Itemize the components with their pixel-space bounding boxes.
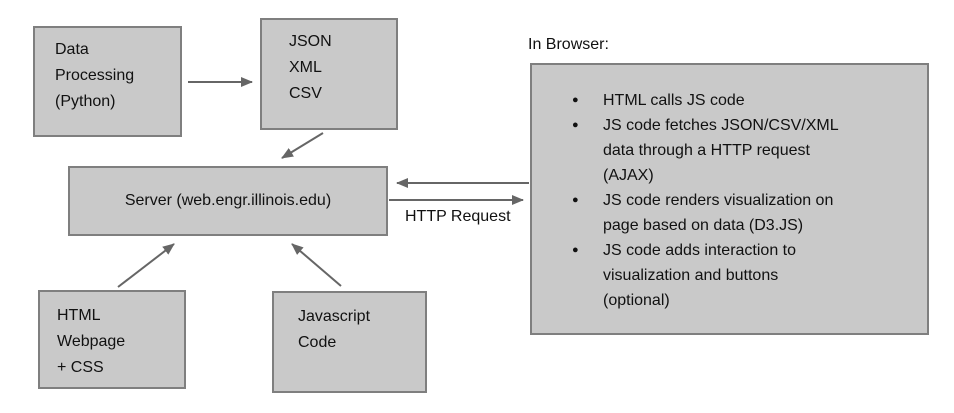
- in-browser-label: In Browser:: [528, 36, 609, 53]
- html-webpage-box: HTML Webpage + CSS: [38, 290, 186, 389]
- browser-bullet-list: HTML calls JS code JS code fetches JSON/…: [570, 88, 900, 313]
- bullet-item: JS code adds interaction to visualizatio…: [570, 238, 900, 313]
- bullet-item: JS code fetches JSON/CSV/XML data throug…: [570, 113, 900, 188]
- bullet-item: JS code renders visualization on page ba…: [570, 188, 900, 238]
- bullet-item: HTML calls JS code: [570, 88, 900, 113]
- arrow-javascript-to-server: [291, 243, 342, 287]
- data-processing-box: Data Processing (Python): [33, 26, 182, 137]
- arrow-htmlwebpage-to-server: [117, 243, 175, 288]
- formats-box: JSON XML CSV: [260, 18, 398, 130]
- server-box: Server (web.engr.illinois.edu): [68, 166, 388, 236]
- arrow-formats-to-server: [281, 132, 324, 159]
- javascript-code-box: Javascript Code: [272, 291, 427, 393]
- http-request-label: HTTP Request: [405, 208, 511, 225]
